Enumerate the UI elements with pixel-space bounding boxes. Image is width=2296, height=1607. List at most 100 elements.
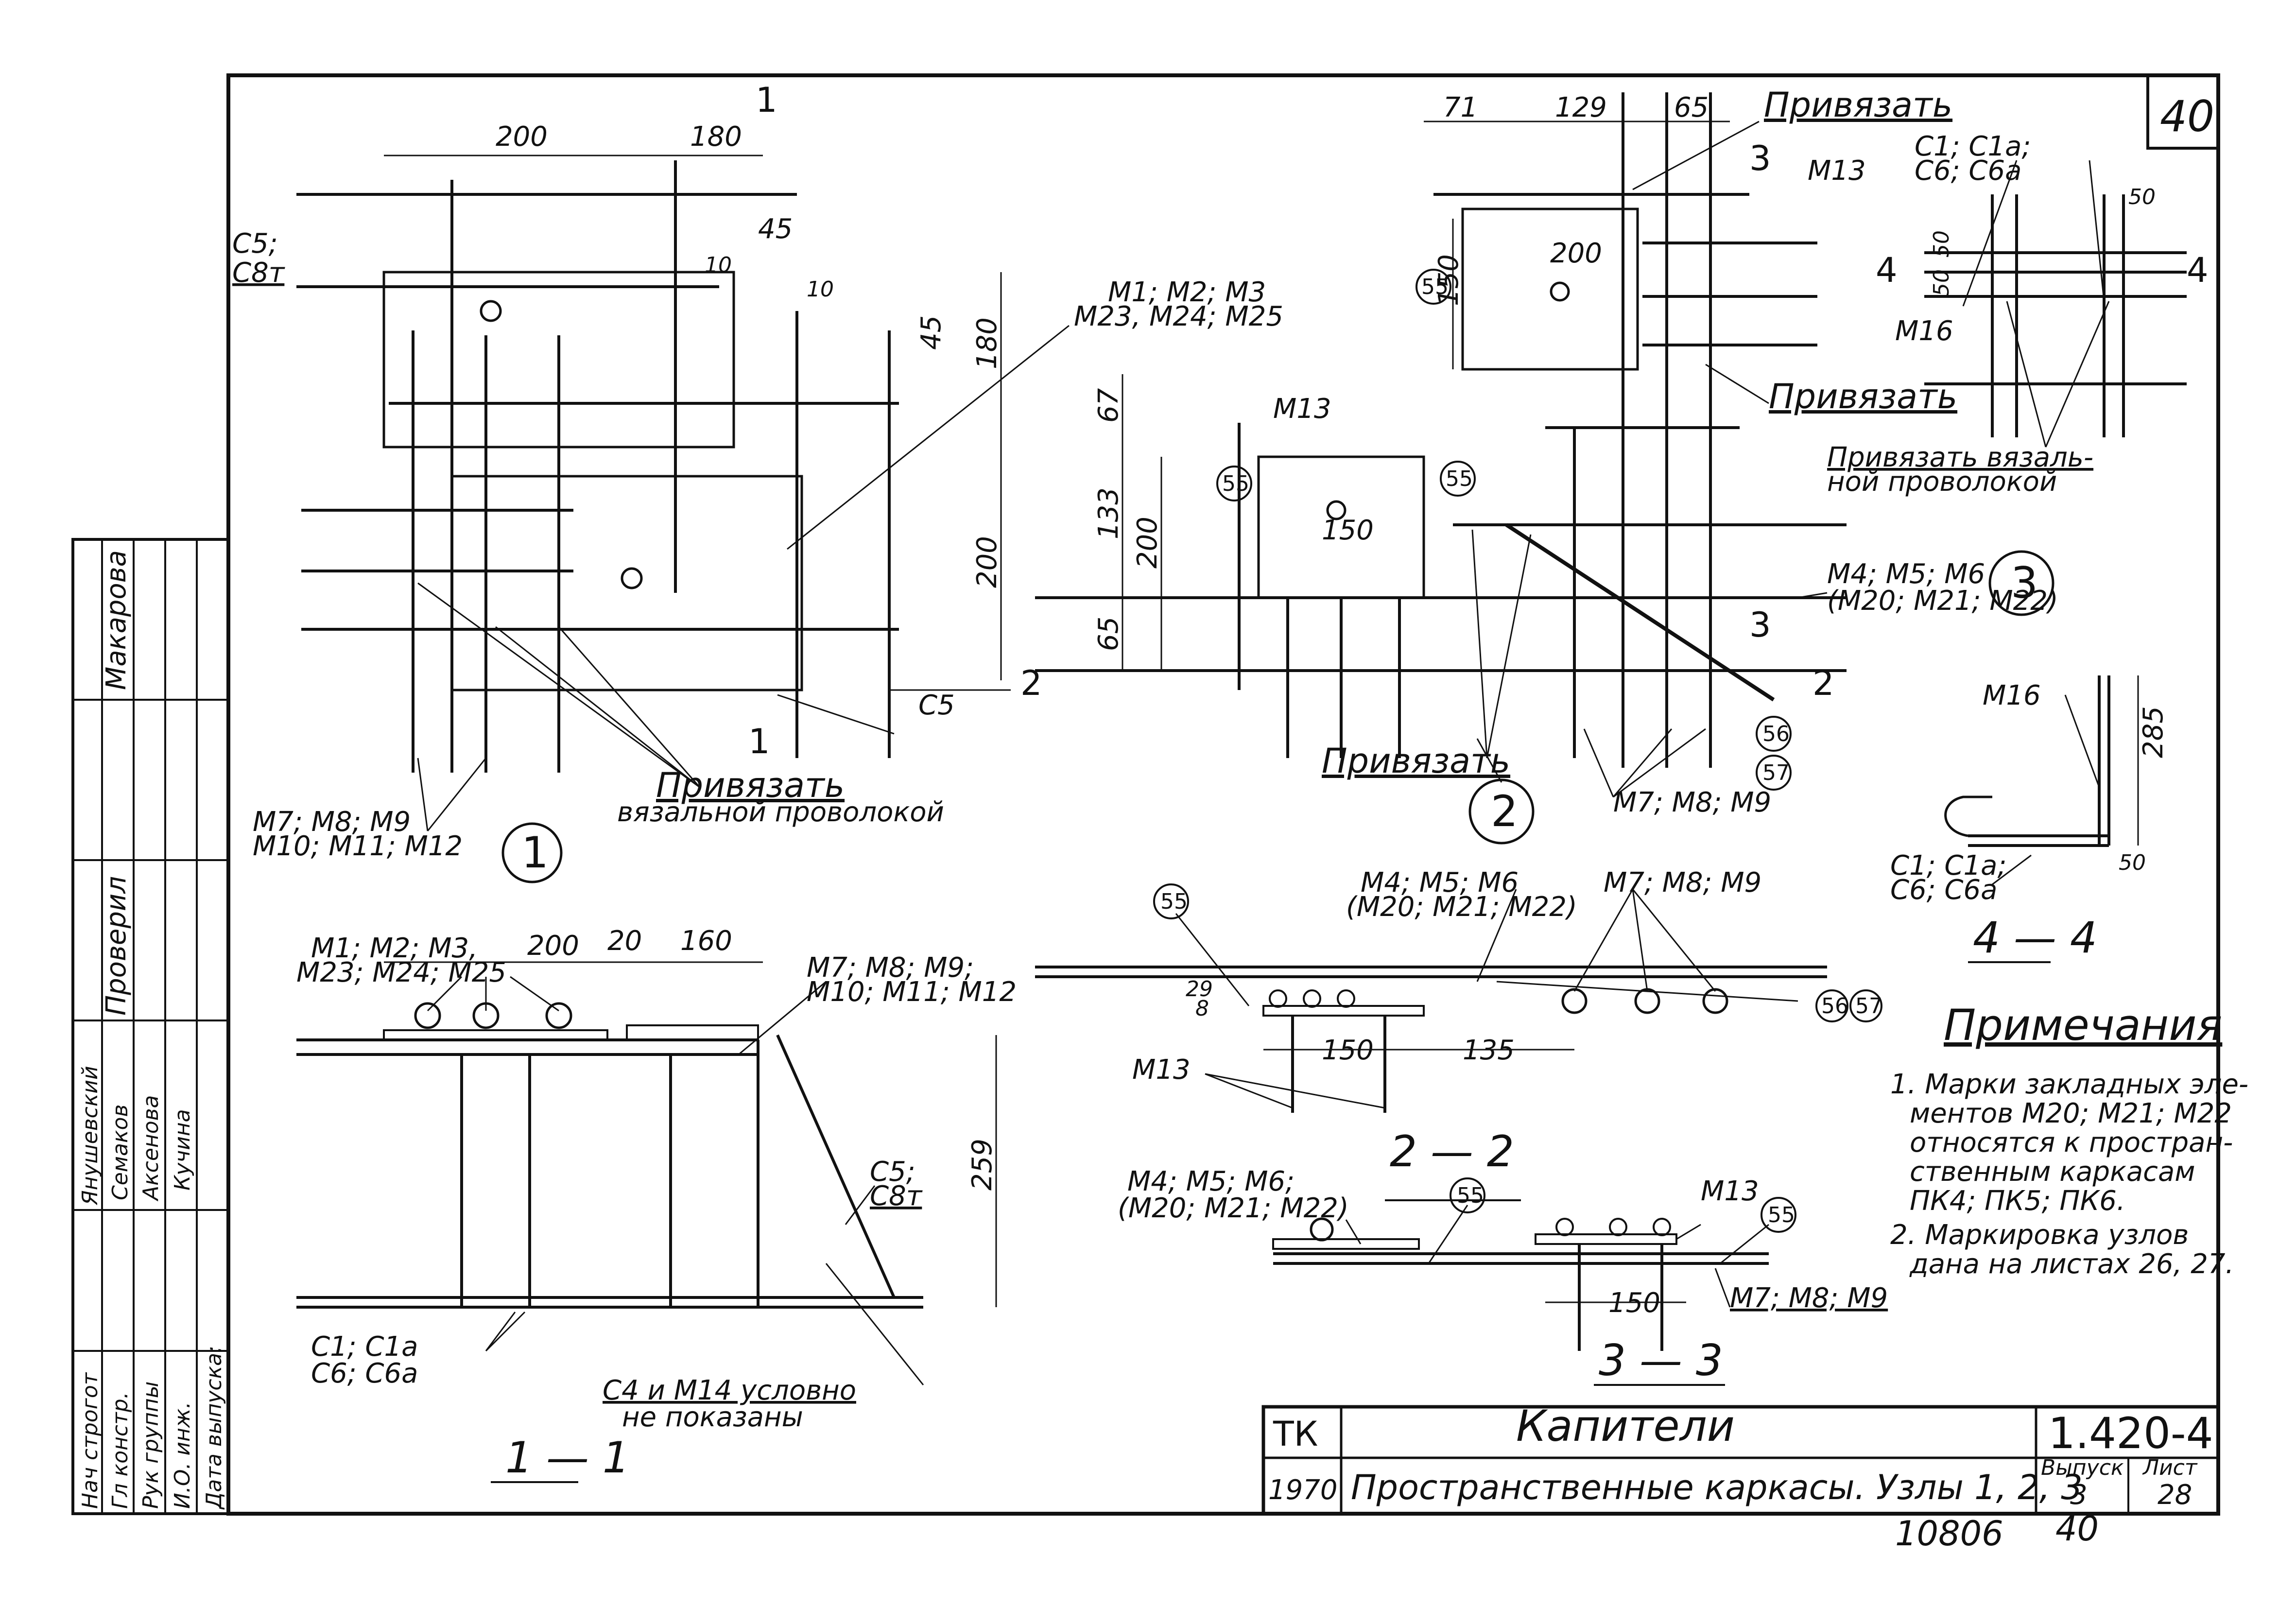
svg-text:Привязать: Привязать (656, 765, 845, 805)
svg-text:Привязать: Привязать (1764, 85, 1952, 125)
section-1-1-caption: 1 — 1 (505, 1433, 630, 1483)
svg-text:С5: С5 (918, 690, 955, 721)
role-4: И.О. инж. (170, 1402, 195, 1509)
svg-text:45: 45 (758, 213, 793, 245)
svg-text:150: 150 (1433, 254, 1465, 306)
section-4-4-texts: М16 285 50 С1; С1а; С6; С6а 4 — 4 (1890, 680, 2169, 963)
svg-text:Привязать: Привязать (1322, 741, 1510, 781)
role-1: Нач строгот (78, 1372, 103, 1509)
svg-text:55: 55 (1222, 471, 1249, 496)
svg-text:10: 10 (807, 277, 834, 302)
svg-text:М13: М13 (1132, 1054, 1191, 1086)
svg-text:1: 1 (756, 80, 777, 120)
node-1-bubble: 1 (521, 828, 549, 878)
svg-text:71: 71 (1443, 92, 1478, 123)
section-4-4 (1944, 675, 2139, 963)
svg-text:М10; М11; М12: М10; М11; М12 (253, 830, 463, 862)
notes-heading: Примечания (1944, 1000, 2222, 1050)
svg-text:С1; С1а;: С1; С1а; (1890, 850, 2006, 881)
node-3-bubble: 3 (2011, 558, 2038, 608)
svg-text:20: 20 (607, 925, 642, 957)
svg-text:4: 4 (2187, 250, 2209, 290)
section-1-1 (296, 961, 997, 1483)
title-series: 1.420-4 (2048, 1408, 2213, 1458)
svg-text:(М20; М21; М22): (М20; М21; М22) (1118, 1192, 1349, 1224)
svg-text:57: 57 (1855, 994, 1882, 1019)
svg-text:С1; С1а;: С1; С1а; (1915, 131, 2031, 162)
title-year: 1970 (1268, 1474, 1338, 1506)
svg-text:29: 29 (1186, 977, 1213, 1002)
role-2: Гл констр. (108, 1392, 133, 1509)
node-2-bubble: 2 (1491, 786, 1518, 836)
svg-text:М23, М24; М25: М23, М24; М25 (1074, 301, 1283, 332)
svg-text:М1; М2; М3,: М1; М2; М3, (311, 933, 478, 964)
svg-text:50: 50 (1929, 269, 1954, 296)
svg-text:М13: М13 (1808, 155, 1866, 187)
svg-text:М7; М8; М9: М7; М8; М9 (253, 806, 411, 838)
svg-text:М7; М8; М9: М7; М8; М9 (1730, 1282, 1888, 1314)
svg-text:2: 2 (1020, 663, 1042, 703)
svg-text:М10; М11; М12: М10; М11; М12 (807, 976, 1017, 1008)
svg-text:С5;: С5; (870, 1156, 915, 1188)
svg-text:М23; М24; М25: М23; М24; М25 (296, 957, 506, 988)
note-line-4: ственным каркасам (1910, 1156, 2195, 1188)
note-line-1: 1. Марки закладных эле- (1890, 1069, 2248, 1100)
section-1-1-texts: М1; М2; М3, М23; М24; М25 200 20 160 М7;… (296, 925, 1017, 1483)
note-line-7: дана на листах 26, 27. (1909, 1248, 2234, 1280)
svg-text:133: 133 (1093, 487, 1124, 539)
svg-text:65: 65 (1093, 617, 1124, 651)
node-1-texts: 200 180 1 С5; С8т 10 45 10 45 180 200 М1… (232, 80, 1283, 878)
svg-text:М13: М13 (1273, 393, 1331, 425)
svg-text:3: 3 (1749, 605, 1771, 645)
svg-text:ной проволокой: ной проволокой (1827, 466, 2057, 498)
title-issue: 3 (2070, 1479, 2088, 1511)
svg-text:С6; С6а: С6; С6а (311, 1358, 418, 1389)
svg-text:4: 4 (1876, 250, 1898, 290)
svg-text:С6; С6а: С6; С6а (1890, 874, 1997, 906)
svg-text:М7; М8; М9: М7; М8; М9 (1604, 867, 1761, 899)
svg-text:(М20; М21; М22): (М20; М21; М22) (1346, 891, 1577, 923)
svg-text:3: 3 (1749, 138, 1771, 178)
svg-text:вязальной проволокой: вязальной проволокой (617, 796, 944, 828)
section-4-4-caption: 4 — 4 (1973, 913, 2097, 963)
svg-text:50: 50 (2128, 185, 2156, 209)
svg-text:55: 55 (1421, 275, 1449, 299)
svg-text:50: 50 (2119, 850, 2146, 875)
svg-text:129: 129 (1555, 92, 1607, 123)
svg-text:150: 150 (1322, 515, 1374, 546)
svg-text:56: 56 (1762, 722, 1790, 746)
svg-text:С6; С6а: С6; С6а (1915, 155, 2021, 187)
svg-text:М7; М8; М9: М7; М8; М9 (1613, 787, 1771, 818)
svg-text:65: 65 (1674, 92, 1709, 123)
archive-page: 40 (2055, 1509, 2099, 1549)
svg-text:180: 180 (690, 121, 742, 153)
svg-text:55: 55 (1446, 467, 1473, 491)
name-2: Семаков (108, 1105, 133, 1200)
section-3-3-caption: 3 — 3 (1599, 1335, 1723, 1385)
svg-text:135: 135 (1463, 1035, 1515, 1066)
svg-text:200: 200 (1132, 517, 1163, 569)
svg-text:160: 160 (680, 925, 732, 957)
checked-name: Макарова (101, 550, 132, 690)
title-sub: Пространственные каркасы. Узлы 1, 2, 3 (1351, 1468, 2083, 1507)
signature-block: Макарова Проверил Янушевский Семаков Акс… (71, 538, 230, 1515)
section-3-3-texts: М4; М5; М6; (М20; М21; М22) 55 М13 55 15… (1118, 1166, 1888, 1385)
svg-text:55: 55 (1457, 1183, 1484, 1208)
notes: Примечания 1. Марки закладных эле- менто… (1890, 1000, 2248, 1280)
node-3-texts: С1; С1а; С6; С6а 50 50 50 4 4 М16 Привяз… (1827, 131, 2209, 498)
svg-text:2: 2 (1813, 663, 1834, 703)
svg-text:55: 55 (1160, 889, 1188, 914)
svg-text:8: 8 (1195, 996, 1209, 1021)
svg-text:С1; С1а: С1; С1а (311, 1331, 418, 1363)
svg-text:10: 10 (705, 253, 732, 277)
svg-text:259: 259 (967, 1139, 998, 1191)
svg-text:М4; М5; М6;: М4; М5; М6; (1127, 1166, 1295, 1197)
svg-text:С5;: С5; (232, 228, 278, 259)
svg-text:М16: М16 (1895, 315, 1953, 347)
svg-text:57: 57 (1762, 760, 1790, 785)
node-2-texts: 71 129 65 Привязать 3 М13 150 200 55 При… (1020, 85, 2058, 836)
title-issue-label: Выпуск (2041, 1455, 2124, 1480)
svg-text:55: 55 (1768, 1203, 1795, 1227)
section-2-2-caption: 2 — 2 (1390, 1126, 1514, 1176)
